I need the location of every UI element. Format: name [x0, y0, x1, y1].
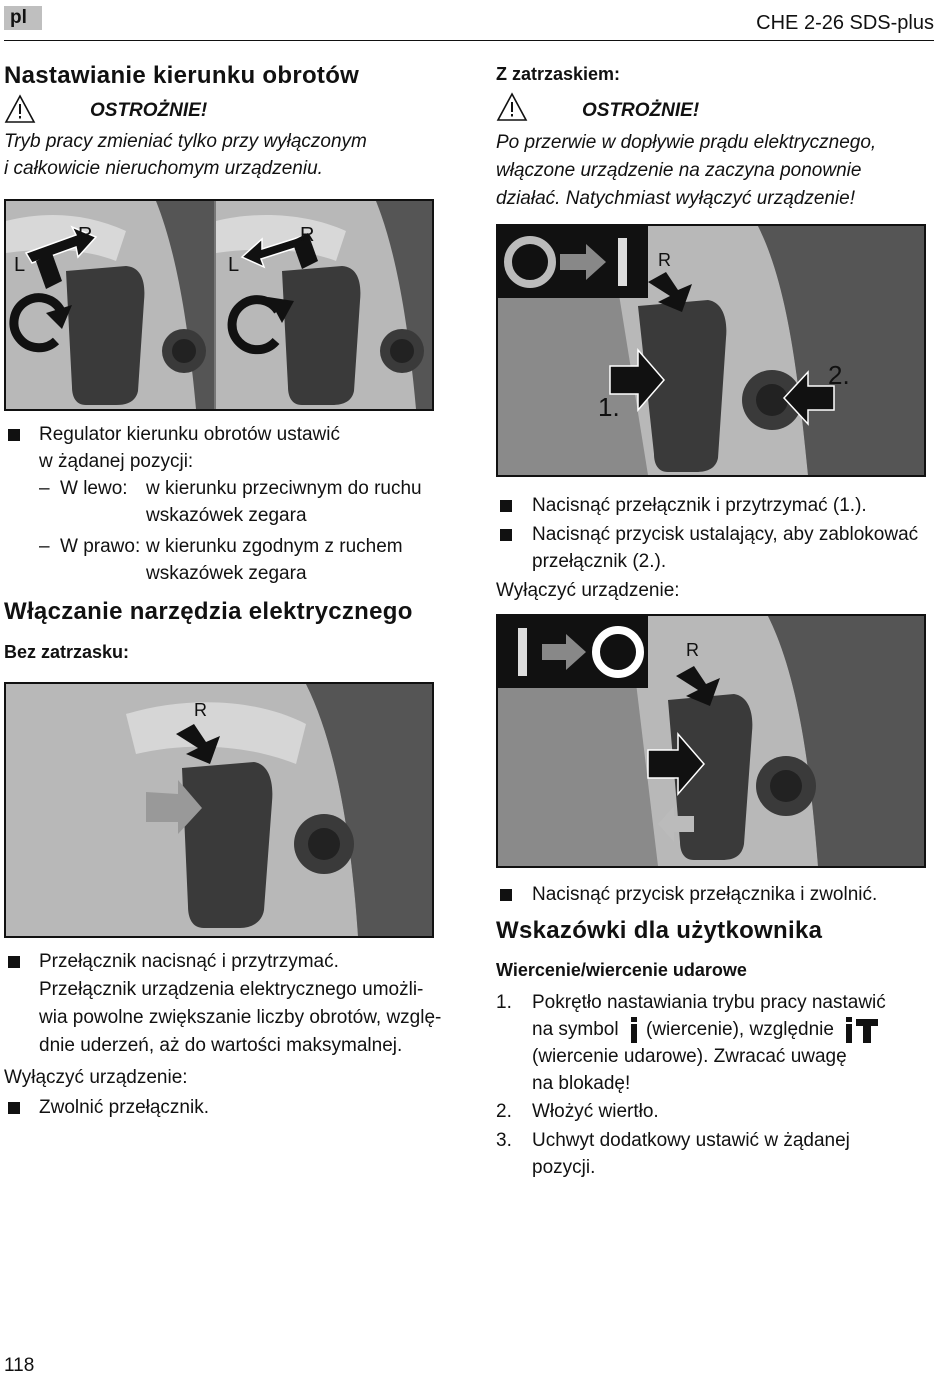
section-title-rotation: Nastawianie kierunku obrotów [4, 62, 360, 89]
step-text: Uchwyt dodatkowy ustawić w żądanej [532, 1130, 850, 1151]
hammer-drill-symbol-icon [846, 1017, 878, 1043]
header-rule [4, 40, 934, 41]
step-text: Włożyć wiertło. [532, 1101, 659, 1122]
page-number: 118 [4, 1355, 35, 1376]
dash: – [39, 478, 50, 499]
bullet-text: Nacisnąć przełącznik i przytrzymać (1.). [532, 495, 867, 516]
step-text: Pokrętło nastawiania trybu pracy nastawi… [532, 992, 886, 1013]
warning-label: OSTROŻNIE! [90, 100, 208, 121]
bullet-text: w żądanej pozycji: [39, 451, 194, 472]
bullet-text: przełącznik (2.). [532, 551, 667, 572]
bullet-icon [500, 500, 512, 512]
bullet-text: Przełącznik urządzenia elektrycznego umo… [39, 979, 424, 1000]
step-text: na blokadę! [532, 1073, 631, 1094]
label-l: L [14, 254, 25, 276]
dash: – [39, 536, 50, 557]
step-text: (wiercenie), względnie [646, 1019, 834, 1040]
step-number: 2. [496, 1101, 512, 1122]
bullet-text: Przełącznik nacisnąć i przytrzymać. [39, 951, 339, 972]
subtitle-with-lock: Z zatrzaskiem: [496, 64, 621, 84]
direction-key-left: W lewo: [60, 478, 128, 499]
warning-text-line: Tryb pracy zmieniać tylko przy wyłączony… [4, 131, 367, 152]
language-badge: pl [4, 6, 42, 30]
label-r: R [658, 250, 671, 270]
drill-symbol-icon [631, 1017, 637, 1043]
warning-text-line: włączone urządzenie na zaczyna ponownie [496, 160, 862, 181]
step-text: na symbol [532, 1019, 619, 1040]
direction-value: wskazówek zegara [146, 563, 307, 584]
step-text: pozycji. [532, 1157, 596, 1178]
label-r: R [686, 640, 699, 660]
warning-text-line: działać. Natychmiast wyłączyć urządzenie… [496, 188, 856, 209]
direction-key-right: W prawo: [60, 536, 141, 557]
switch-off-text: Wyłączyć urządzenie: [496, 580, 680, 601]
label-r: R [194, 700, 207, 720]
warning-icon [496, 92, 528, 121]
label-step-2: 2. [828, 360, 850, 390]
bullet-icon [8, 1102, 20, 1114]
bullet-text: wia powolne zwiększanie liczby obrotów, … [39, 1007, 442, 1028]
model-name: CHE 2-26 SDS-plus [756, 12, 934, 34]
section-title-user-tips: Wskazówki dla użytkownika [496, 917, 823, 944]
warning-text-line: Po przerwie w dopływie prądu elektryczne… [496, 132, 877, 153]
bullet-text: Regulator kierunku obrotów ustawić [39, 424, 340, 445]
label-r: R [300, 224, 314, 246]
step-number: 3. [496, 1130, 512, 1151]
direction-value: w kierunku przeciwnym do ruchu [146, 478, 422, 499]
subtitle-without-lock: Bez zatrzasku: [4, 642, 130, 662]
label-step-1: 1. [598, 392, 620, 422]
section-title-switch-on: Włączanie narzędzia elektrycznego [4, 598, 413, 625]
bullet-icon [8, 956, 20, 968]
bullet-icon [500, 889, 512, 901]
direction-value: wskazówek zegara [146, 505, 307, 526]
figure-switch-lock: R 1. 2. [496, 224, 926, 477]
bullet-text: Nacisnąć przycisk ustalający, aby zablok… [532, 524, 919, 545]
bullet-icon [8, 429, 20, 441]
switch-off-text: Wyłączyć urządzenie: [4, 1067, 188, 1088]
step-number: 1. [496, 992, 512, 1013]
warning-text-line: i całkowicie nieruchomym urządzeniu. [4, 158, 323, 179]
warning-icon [4, 94, 36, 123]
bullet-text: Nacisnąć przycisk przełącznika i zwolnić… [532, 884, 878, 905]
figure-switch-press: R [4, 682, 434, 938]
figure-direction-switch: R L R L [4, 199, 434, 411]
bullet-icon [500, 529, 512, 541]
label-r: R [78, 224, 92, 246]
step-text: (wiercenie udarowe). Zwracać uwagę [532, 1046, 847, 1067]
direction-value: w kierunku zgodnym z ruchem [146, 536, 403, 557]
bullet-text: dnie uderzeń, aż do wartości maksymalnej… [39, 1035, 403, 1056]
figure-switch-release: R [496, 614, 926, 868]
label-l: L [228, 254, 239, 276]
subtitle-drilling: Wiercenie/wiercenie udarowe [496, 960, 747, 980]
warning-label: OSTROŻNIE! [582, 100, 700, 121]
bullet-text: Zwolnić przełącznik. [39, 1097, 209, 1118]
